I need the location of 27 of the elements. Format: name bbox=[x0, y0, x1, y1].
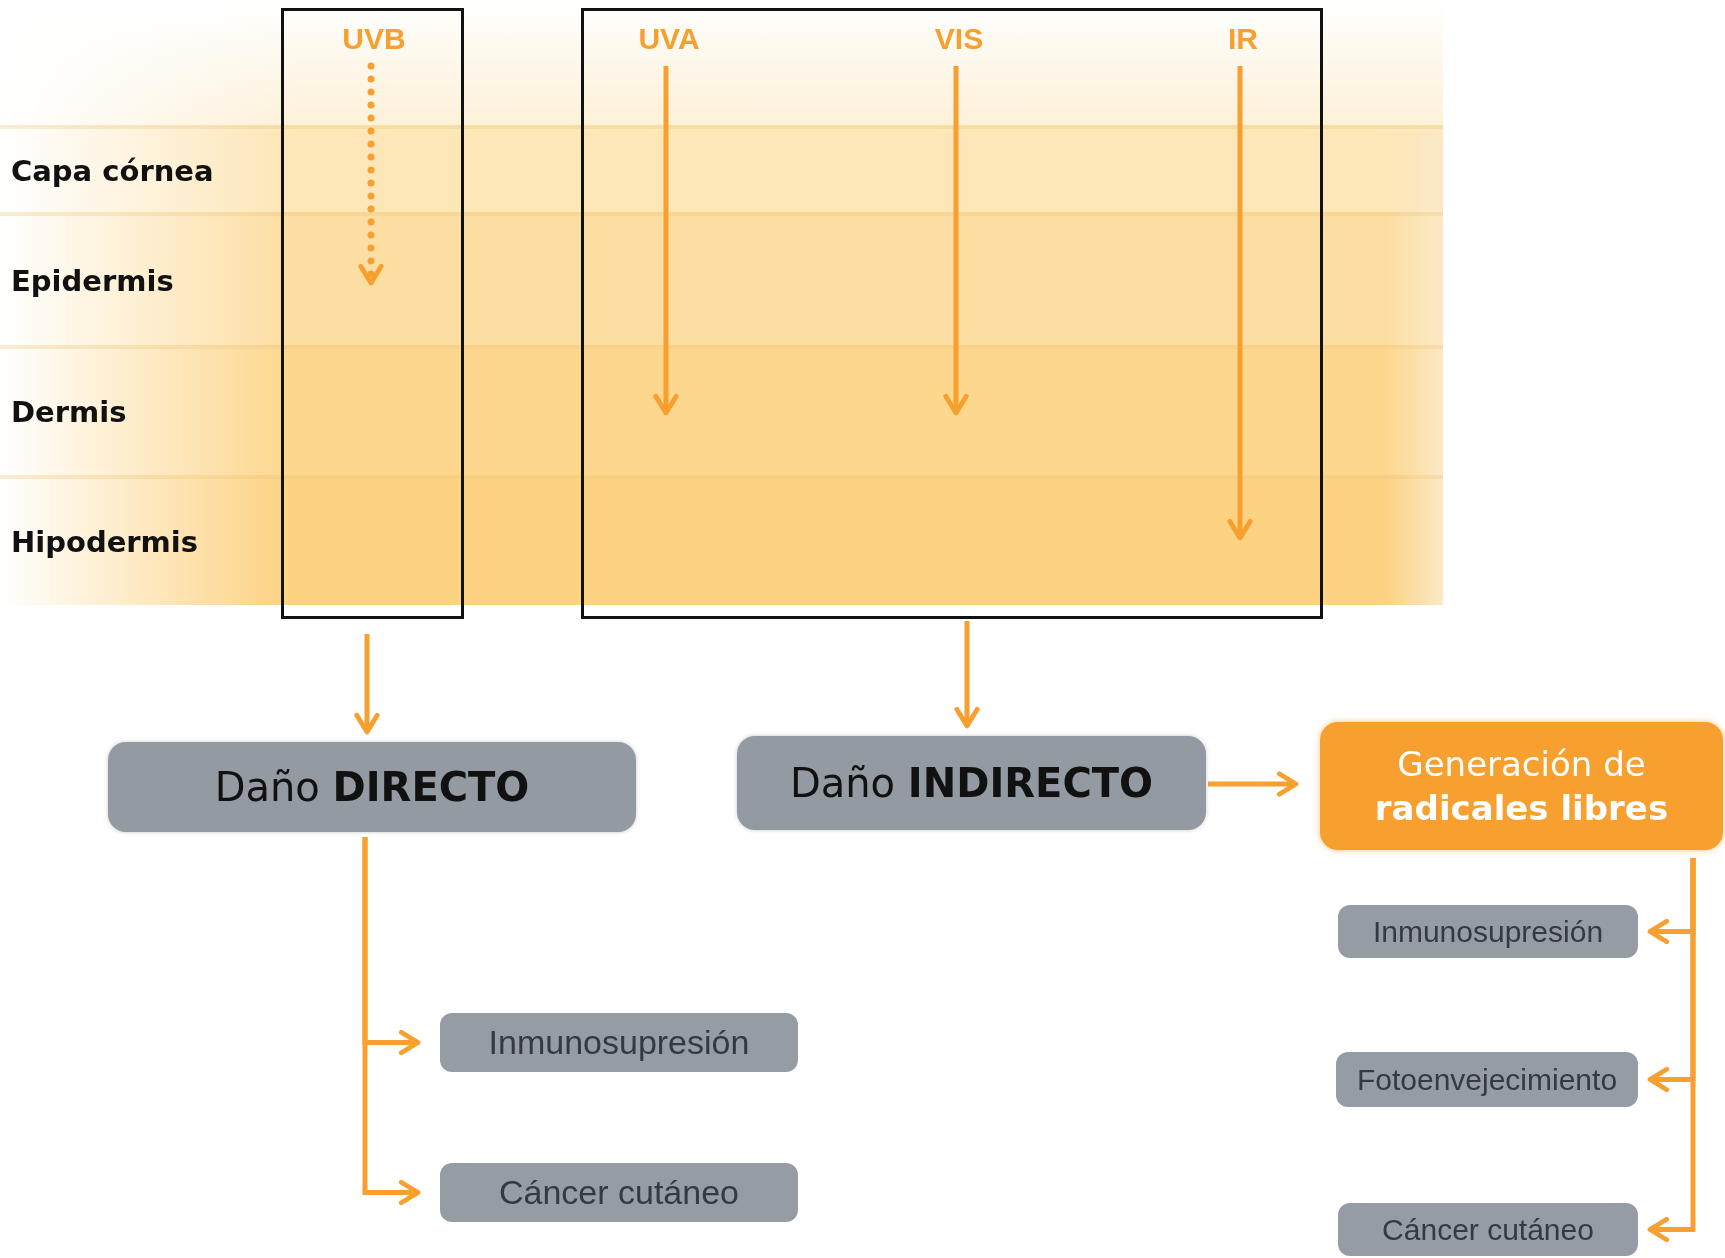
radiation-frame bbox=[581, 8, 1323, 619]
arrow bbox=[1208, 771, 1299, 797]
arrow bbox=[354, 634, 380, 735]
arrow bbox=[1227, 66, 1253, 541]
arrow bbox=[943, 66, 969, 416]
arrow bbox=[653, 66, 679, 416]
arrow bbox=[358, 62, 384, 287]
effect-box: Inmunosupresión bbox=[440, 1013, 798, 1072]
effect-box: Cáncer cutáneo bbox=[1338, 1203, 1638, 1256]
arrow bbox=[362, 837, 421, 1206]
radiation-label: IR bbox=[1193, 17, 1293, 61]
layer-name: Dermis bbox=[11, 395, 127, 429]
radiation-label: VIS bbox=[909, 17, 1009, 61]
radiation-label: UVB bbox=[324, 17, 424, 61]
damage-box: Daño INDIRECTO bbox=[737, 736, 1206, 830]
radiation-frame bbox=[281, 8, 464, 619]
arrow bbox=[954, 621, 980, 729]
layer-name: Epidermis bbox=[11, 263, 174, 298]
free-radicals-box: Generación de radicales libres bbox=[1320, 722, 1723, 850]
arrow bbox=[1647, 858, 1696, 1243]
layer-name: Capa córnea bbox=[11, 153, 214, 188]
layer-name: Hipodermis bbox=[11, 525, 199, 559]
effect-box: Fotoenvejecimiento bbox=[1336, 1052, 1638, 1107]
damage-box: Daño DIRECTO bbox=[108, 742, 636, 832]
radiation-label: UVA bbox=[619, 17, 719, 61]
effect-box: Cáncer cutáneo bbox=[440, 1163, 798, 1222]
effect-box: Inmunosupresión bbox=[1338, 905, 1638, 958]
